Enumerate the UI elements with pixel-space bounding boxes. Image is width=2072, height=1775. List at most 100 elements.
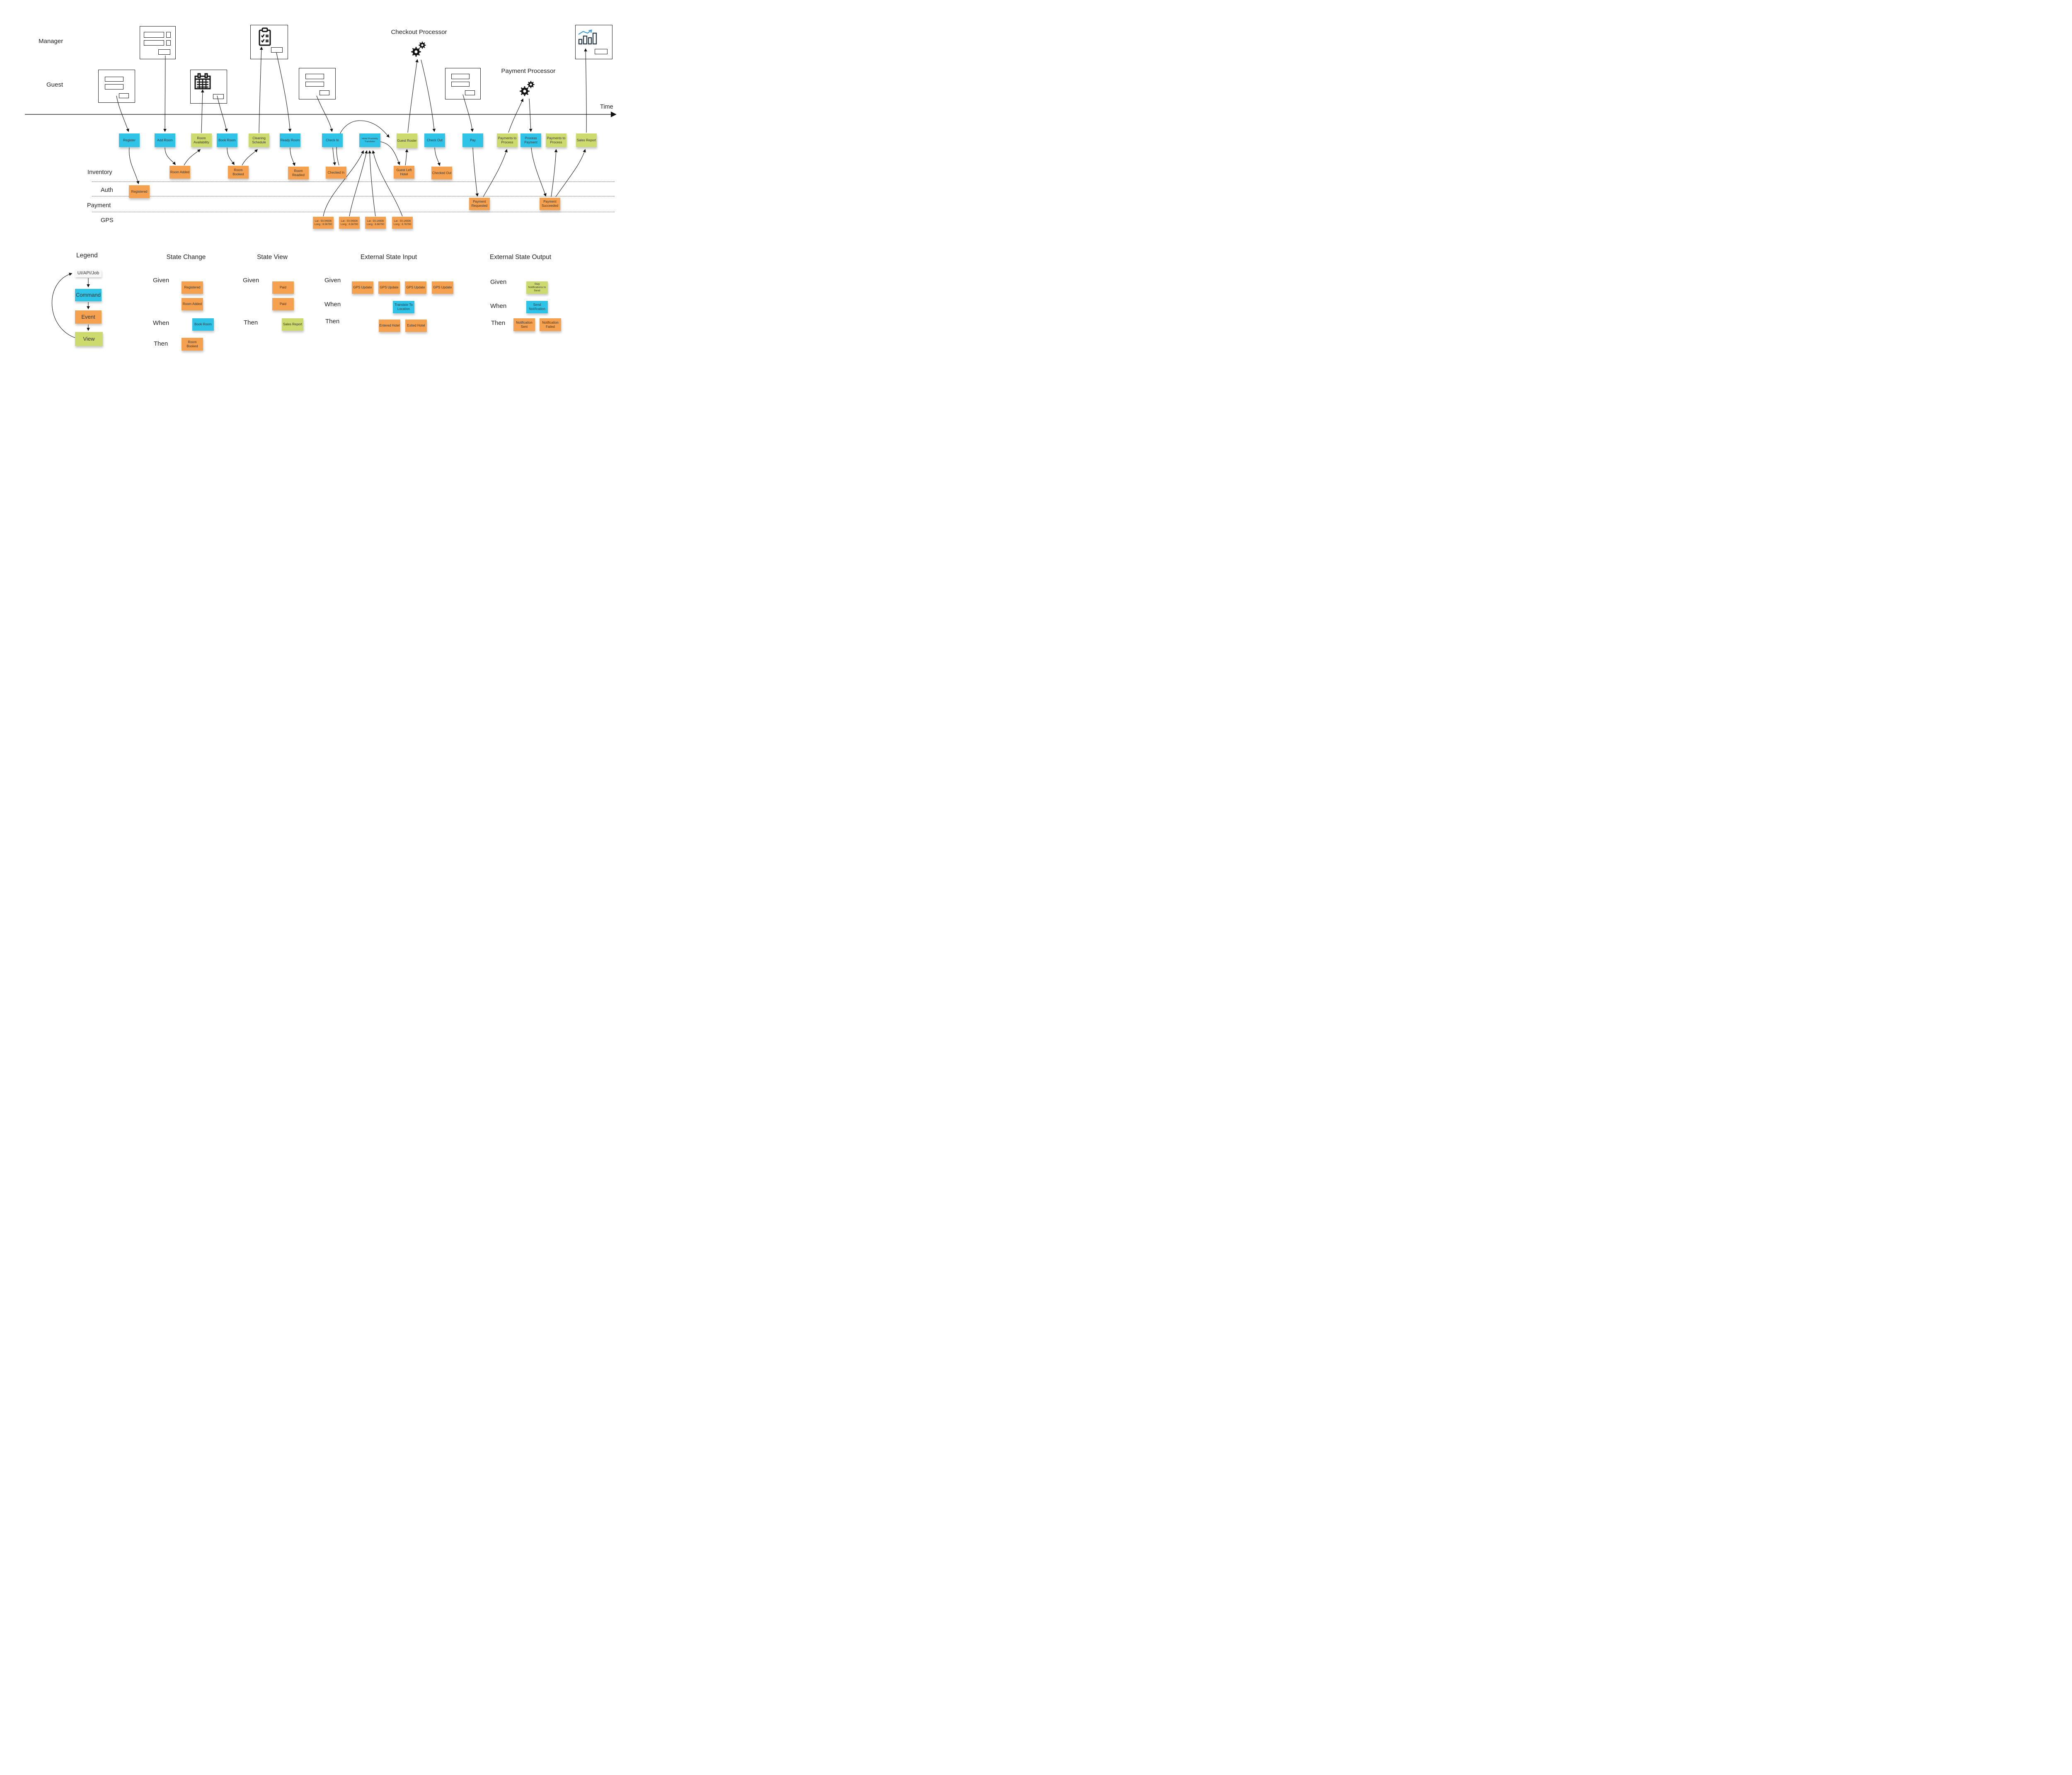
- sticky-note[interactable]: Registered: [182, 281, 203, 294]
- sticky-note[interactable]: Payment Succeeded: [540, 198, 560, 210]
- sticky-note[interactable]: Book Room: [192, 318, 214, 331]
- sticky-note[interactable]: Process Payment: [520, 133, 541, 147]
- sticky-note[interactable]: Lat : 50.14836 Long : 8.76790: [392, 217, 413, 229]
- connector-arrow: [531, 147, 547, 197]
- connector-arrow: [508, 98, 524, 133]
- sticky-note[interactable]: Command: [75, 289, 102, 301]
- sticky-note[interactable]: View: [75, 332, 103, 346]
- sticky-note[interactable]: Send Notification: [526, 301, 548, 313]
- sticky-note[interactable]: Hotel Proximity Translator: [359, 133, 380, 147]
- sticky-note[interactable]: Registered: [129, 185, 150, 198]
- sticky-note[interactable]: Event: [75, 310, 102, 324]
- wireframe-manager-sales-report[interactable]: [575, 25, 612, 59]
- scenario-title: External State Input: [360, 254, 417, 261]
- calendar-icon: [194, 73, 211, 90]
- legend-title: Legend: [76, 252, 98, 259]
- connector-arrow: [368, 150, 376, 217]
- wireframe-guest-checkin-form[interactable]: [299, 68, 336, 99]
- sticky-note[interactable]: Sales Report: [576, 133, 597, 147]
- scenario-title: State View: [257, 254, 288, 261]
- scenario-title: State Change: [166, 254, 206, 261]
- scenario-row-label: When: [153, 320, 169, 327]
- lane-label-gps: GPS: [101, 217, 114, 224]
- input-field: [451, 74, 470, 79]
- scenario-row-label: Given: [324, 277, 341, 284]
- sticky-note[interactable]: GPS Update: [432, 281, 453, 294]
- sticky-note[interactable]: Room Booked: [228, 166, 249, 179]
- sticky-note[interactable]: Notification Sent: [513, 318, 535, 331]
- sticky-note[interactable]: Check Out: [424, 133, 445, 147]
- sticky-note[interactable]: GPS Update: [378, 281, 400, 294]
- sticky-note[interactable]: Lat : 50.04836 Long : 8.56790: [313, 217, 334, 229]
- button-placeholder: [158, 49, 171, 55]
- input-field-small: [166, 32, 171, 38]
- payment-processor-gears-icon[interactable]: [517, 80, 537, 99]
- sticky-note[interactable]: Checked In: [326, 167, 346, 179]
- checkout-processor-label: Checkout Processor: [391, 29, 447, 36]
- button-placeholder: [319, 90, 330, 96]
- sticky-note[interactable]: Guest Roster: [397, 133, 417, 148]
- sticky-note[interactable]: Register: [119, 133, 140, 147]
- connector-arrow: [407, 59, 419, 133]
- sticky-note[interactable]: Paid: [272, 281, 294, 294]
- connector-arrow: [242, 149, 258, 166]
- connector-arrow: [276, 52, 292, 132]
- scenario-row-label: Then: [325, 318, 340, 325]
- sticky-note[interactable]: Cleaning Schedule: [249, 133, 269, 147]
- time-axis-label: Time: [600, 104, 613, 110]
- scenario-row-label: Then: [491, 320, 506, 327]
- sticky-note[interactable]: Entered Hotel: [379, 320, 400, 332]
- sticky-note[interactable]: Payment Requested: [469, 198, 490, 210]
- sticky-note[interactable]: Lat : 50.04836 Long : 8.56790: [339, 217, 360, 229]
- sticky-note[interactable]: Paid: [272, 298, 294, 310]
- sticky-note[interactable]: Notification Failed: [540, 318, 561, 331]
- checkout-processor-gears-icon[interactable]: [409, 40, 428, 59]
- sticky-note[interactable]: Room Booked: [182, 338, 203, 351]
- bar-chart-icon: [578, 29, 597, 45]
- connector-arrow: [323, 150, 364, 217]
- button-placeholder: [119, 93, 129, 98]
- sticky-note[interactable]: Exited Hotel: [405, 320, 427, 332]
- sticky-note[interactable]: GPS Update: [405, 281, 426, 294]
- sticky-note[interactable]: Sales Report: [282, 318, 303, 331]
- sticky-note[interactable]: Stay Notifications to Send: [526, 281, 548, 294]
- sticky-note[interactable]: Ready Room: [280, 133, 300, 147]
- sticky-note[interactable]: Room Availability: [191, 133, 212, 147]
- sticky-note[interactable]: Payments to Process: [497, 133, 518, 147]
- button-placeholder: [465, 90, 475, 96]
- sticky-note[interactable]: Translate To Location: [393, 301, 414, 313]
- connector-arrow: [290, 147, 295, 166]
- sticky-note[interactable]: Check In: [322, 133, 343, 147]
- connector-arrow: [349, 150, 368, 217]
- scenario-row-label: Then: [244, 319, 258, 326]
- button-placeholder: [594, 48, 608, 54]
- sticky-note[interactable]: Checked Out: [431, 167, 452, 179]
- wireframe-guest-pay-form[interactable]: [445, 68, 481, 99]
- sticky-note[interactable]: Payments to Process: [546, 133, 566, 147]
- sticky-note[interactable]: Add Room: [155, 133, 175, 147]
- connector-arrow: [483, 149, 508, 197]
- sticky-note[interactable]: GPS Update: [352, 281, 373, 294]
- sticky-note[interactable]: Guest Left Hotel: [394, 166, 414, 179]
- connector-arrow: [227, 147, 235, 165]
- wireframe-manager-cleaning-checklist[interactable]: [250, 25, 288, 59]
- connector-arrow: [555, 149, 586, 197]
- input-field: [104, 76, 124, 82]
- scenario-row-label: Given: [243, 277, 259, 284]
- connector-arrow: [551, 149, 558, 197]
- sticky-note[interactable]: Room Added: [182, 298, 203, 310]
- sticky-note[interactable]: Lat : 50.14836 Long : 8.66790: [365, 217, 386, 229]
- sticky-note[interactable]: Pay: [462, 133, 483, 147]
- connector-arrow: [332, 147, 336, 166]
- sticky-note[interactable]: UI/API/Job: [75, 270, 102, 277]
- sticky-note[interactable]: Book Room: [217, 133, 237, 147]
- button-placeholder: [271, 47, 283, 53]
- lane-label-payment: Payment: [87, 202, 111, 209]
- wireframe-guest-register-form[interactable]: [98, 70, 135, 103]
- connector-arrow: [462, 94, 474, 132]
- sticky-note[interactable]: Room Readied: [288, 167, 309, 179]
- wireframe-guest-availability-calendar[interactable]: [190, 70, 227, 104]
- sticky-note[interactable]: Room Added: [169, 166, 190, 179]
- wireframe-manager-add-room-form[interactable]: [140, 26, 176, 59]
- connector-arrow: [51, 273, 77, 339]
